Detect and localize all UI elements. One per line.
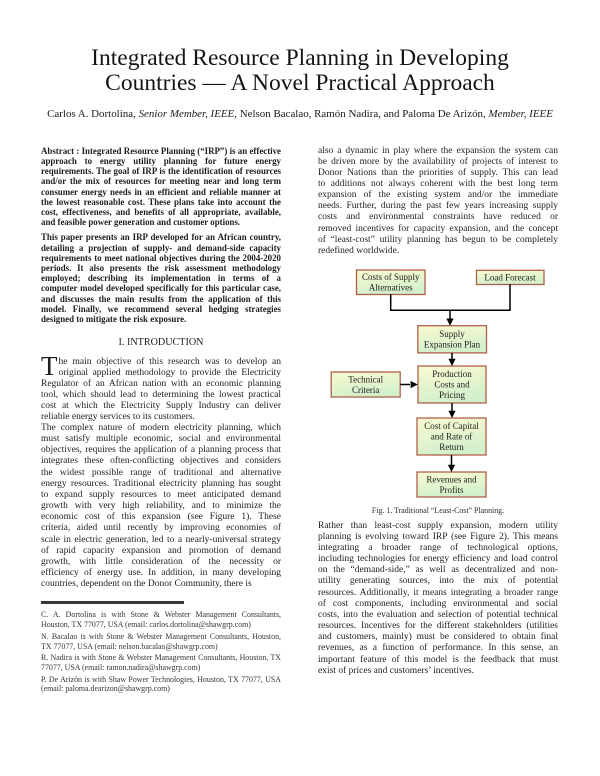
svg-text:Expansion Plan: Expansion Plan <box>424 340 481 350</box>
svg-text:Profits: Profits <box>439 485 464 495</box>
svg-text:Technical: Technical <box>348 374 383 384</box>
svg-text:Production: Production <box>432 369 472 379</box>
svg-text:Costs of Supply: Costs of Supply <box>362 272 420 282</box>
svg-text:Load Forecast: Load Forecast <box>484 272 536 282</box>
svg-text:Pricing: Pricing <box>439 390 465 400</box>
svg-text:Costs and: Costs and <box>434 380 470 390</box>
svg-text:Alternatives: Alternatives <box>369 283 413 293</box>
svg-text:Return: Return <box>439 442 464 452</box>
svg-text:Revenues and: Revenues and <box>426 474 477 484</box>
svg-text:Supply: Supply <box>439 329 465 339</box>
svg-text:Cost of Capital: Cost of Capital <box>424 421 479 431</box>
svg-text:and Rate of: and Rate of <box>431 432 472 442</box>
svg-text:Criteria: Criteria <box>352 385 380 395</box>
